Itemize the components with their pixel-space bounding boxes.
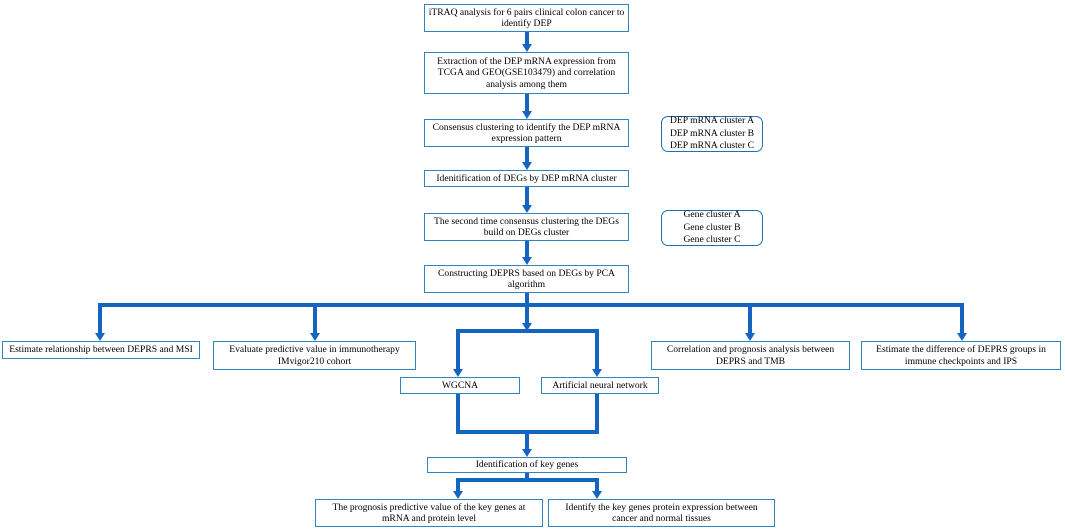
step-key-genes: Identification of key genes: [427, 457, 627, 473]
step-line: expression pattern: [491, 133, 562, 144]
step-line: Constructing DEPRS based on DEGs by PCA: [438, 267, 615, 279]
step-wgcna: WGCNA: [400, 377, 520, 394]
step-line: Identify the key genes protein expressio…: [565, 501, 758, 513]
cluster-label: DEP mRNA cluster C: [669, 140, 755, 152]
step-consensus-clustering: Consensus clustering to identify the DEP…: [424, 119, 629, 147]
step-identify-degs: Idenitification of DEGs by DEP mRNA clus…: [424, 170, 629, 187]
arrow-head: [95, 333, 105, 341]
cluster-label: Gene cluster C: [683, 234, 741, 246]
cluster-label: DEP mRNA cluster B: [669, 127, 755, 139]
step-construct-deprs: Constructing DEPRS based on DEGs by PCA …: [424, 265, 629, 293]
step-line: cancer and normal tissues: [612, 513, 711, 524]
step-msi: Estimate relationship between DEPRS and …: [2, 341, 200, 359]
step-line: iTRAQ analysis for 6 pairs clinical colo…: [428, 6, 625, 18]
step-line: identify DEP: [501, 18, 552, 29]
arrow-head: [522, 449, 532, 457]
arrow-head: [522, 162, 532, 170]
arrow-head: [592, 491, 602, 499]
arrow-head: [522, 44, 532, 52]
step-itraq: iTRAQ analysis for 6 pairs clinical colo…: [424, 4, 629, 32]
arrow-head: [957, 333, 967, 341]
step-neural-network: Artificial neural network: [541, 377, 659, 394]
step-line: Estimate the difference of DEPRS groups …: [876, 344, 1046, 356]
step-tmb: Correlation and prognosis analysis betwe…: [651, 341, 850, 370]
step-line: Idenitification of DEGs by DEP mRNA clus…: [436, 172, 617, 184]
step-line: build on DEGs cluster: [483, 227, 570, 238]
step-line: Consensus clustering to identify the DEP…: [432, 121, 621, 133]
arrow-head: [522, 205, 532, 213]
arrow-head: [522, 111, 532, 119]
step-line: DEPRS and TMB: [715, 355, 786, 367]
cluster-label: DEP mRNA cluster A: [669, 115, 755, 127]
arrow-head: [453, 491, 463, 499]
step-extraction: Extraction of the DEP mRNA expression fr…: [424, 52, 629, 94]
step-line: Extraction of the DEP mRNA expression fr…: [437, 55, 616, 67]
arrow-head: [592, 369, 602, 377]
step-line: The prognosis predictive value of the ke…: [332, 501, 526, 513]
step-line: IMvigor210 cohort: [277, 355, 352, 367]
step-line: algorithm: [507, 279, 546, 290]
step-line: Identification of key genes: [475, 459, 579, 471]
step-line: Evaluate predictive value in immunothera…: [229, 344, 400, 356]
step-prognosis-value: The prognosis predictive value of the ke…: [315, 499, 543, 527]
arrow-head: [522, 323, 532, 331]
cluster-label: Gene cluster A: [683, 209, 741, 221]
step-line: WGCNA: [441, 379, 479, 391]
step-ips: Estimate the difference of DEPRS groups …: [861, 341, 1061, 370]
dep-mrna-cluster-group: DEP mRNA cluster A DEP mRNA cluster B DE…: [661, 115, 763, 152]
step-line: immune checkpoints and IPS: [904, 355, 1018, 367]
step-line: The second time consensus clustering the…: [434, 215, 619, 227]
arrow-head: [453, 369, 463, 377]
step-line: Correlation and prognosis analysis betwe…: [666, 344, 835, 356]
arrow-head: [522, 257, 532, 265]
cluster-label: Gene cluster B: [683, 221, 741, 233]
step-protein-expression: Identify the key genes protein expressio…: [548, 499, 775, 527]
gene-cluster-group: Gene cluster A Gene cluster B Gene clust…: [661, 209, 763, 246]
step-line: mRNA and protein level: [381, 513, 477, 524]
step-second-consensus: The second time consensus clustering the…: [424, 213, 629, 241]
step-line: Artificial neural network: [552, 379, 648, 391]
arrow-head: [745, 333, 755, 341]
step-line: analysis among them: [486, 78, 567, 90]
step-immunotherapy: Evaluate predictive value in immunothera…: [213, 341, 416, 370]
step-line: Estimate relationship between DEPRS and …: [9, 344, 193, 356]
arrow-head: [310, 333, 320, 341]
step-line: TCGA and GEO(GSE103479) and correlation: [437, 67, 616, 79]
